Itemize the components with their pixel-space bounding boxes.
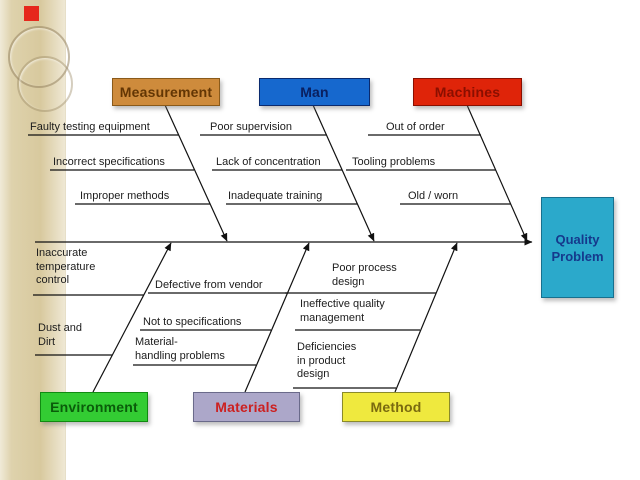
environment-branch-line (92, 242, 172, 393)
category-box-man: Man (259, 78, 370, 106)
decorative-circle (17, 56, 73, 112)
man-branch-line (312, 104, 375, 242)
slide-sidebar-decoration (0, 0, 73, 480)
cause-label-defective-from-vendor: Defective from vendor (155, 279, 263, 291)
category-box-machines: Machines (413, 78, 522, 106)
method-branch-line (394, 242, 458, 393)
materials-branch-line (244, 242, 310, 393)
machines-branch-line (466, 104, 528, 242)
cause-label-inadequate-training: Inadequate training (228, 190, 323, 202)
category-box-measurement: Measurement (112, 78, 220, 106)
cause-label-incorrect-specifications: Incorrect specifications (53, 156, 165, 168)
cause-label-faulty-testing-equipment: Faulty testing equipment (30, 121, 150, 133)
cause-label-tooling-problems: Tooling problems (352, 156, 436, 168)
cause-label-deficiencies-in-product-design: Deficiencies in product design (297, 341, 357, 380)
cause-label-dust-and-dirt: Dust and Dirt (38, 322, 83, 348)
red-accent-square (24, 6, 39, 21)
cause-label-ineffective-quality-management: Ineffective quality management (300, 298, 385, 324)
cause-label-poor-process-design: Poor process design (332, 262, 397, 288)
cause-label-material-handling-problems: Material- handling problems (135, 336, 225, 362)
category-box-materials: Materials (193, 392, 300, 422)
category-box-environment: Environment (40, 392, 148, 422)
cause-label-lack-of-concentration: Lack of concentration (216, 156, 321, 168)
cause-label-poor-supervision: Poor supervision (210, 121, 292, 133)
cause-label-inaccurate-temperature-control: Inaccurate temperature control (36, 247, 96, 286)
category-box-method: Method (342, 392, 450, 422)
cause-label-out-of-order: Out of order (386, 121, 445, 133)
cause-label-improper-methods: Improper methods (80, 190, 170, 202)
cause-label-old-worn: Old / worn (408, 190, 459, 202)
cause-label-not-to-specifications: Not to specifications (143, 316, 242, 328)
measurement-branch-line (164, 104, 228, 242)
effect-box-quality-problem: Quality Problem (541, 197, 614, 298)
